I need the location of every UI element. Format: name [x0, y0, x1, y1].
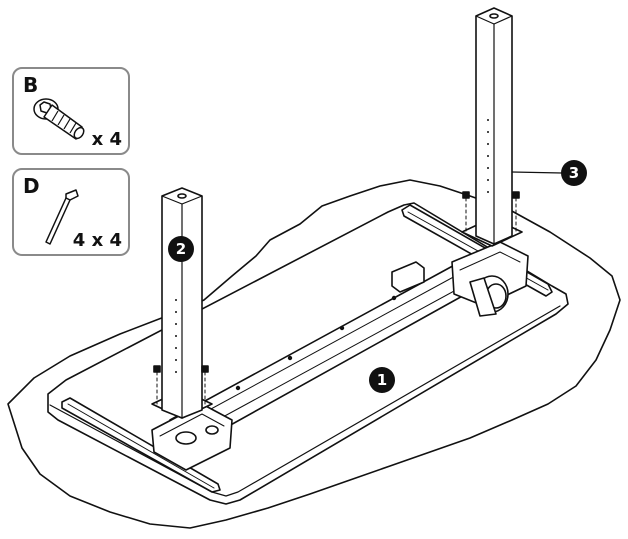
- part-d-letter: D: [23, 174, 40, 198]
- part-d-quantity: 4 x 4: [72, 230, 122, 251]
- part-d-box: D 4 x 4: [12, 168, 130, 256]
- left-leg-screws: [153, 365, 209, 405]
- part-b-box: B x 4: [12, 67, 130, 155]
- side-bracket: [391, 261, 425, 293]
- hex-socket-screw-icon: [33, 98, 85, 140]
- part-b-letter: B: [23, 73, 39, 97]
- callout-right-leg: 3: [561, 160, 587, 186]
- right-leg-screws: [462, 191, 520, 233]
- allen-key-icon: [45, 189, 79, 245]
- callout-3-leader: [511, 171, 563, 174]
- right-leg: [461, 7, 523, 247]
- part-b-quantity: x 4: [91, 129, 122, 150]
- callout-tabletop: 1: [369, 367, 395, 393]
- callout-left-leg: 2: [168, 236, 194, 262]
